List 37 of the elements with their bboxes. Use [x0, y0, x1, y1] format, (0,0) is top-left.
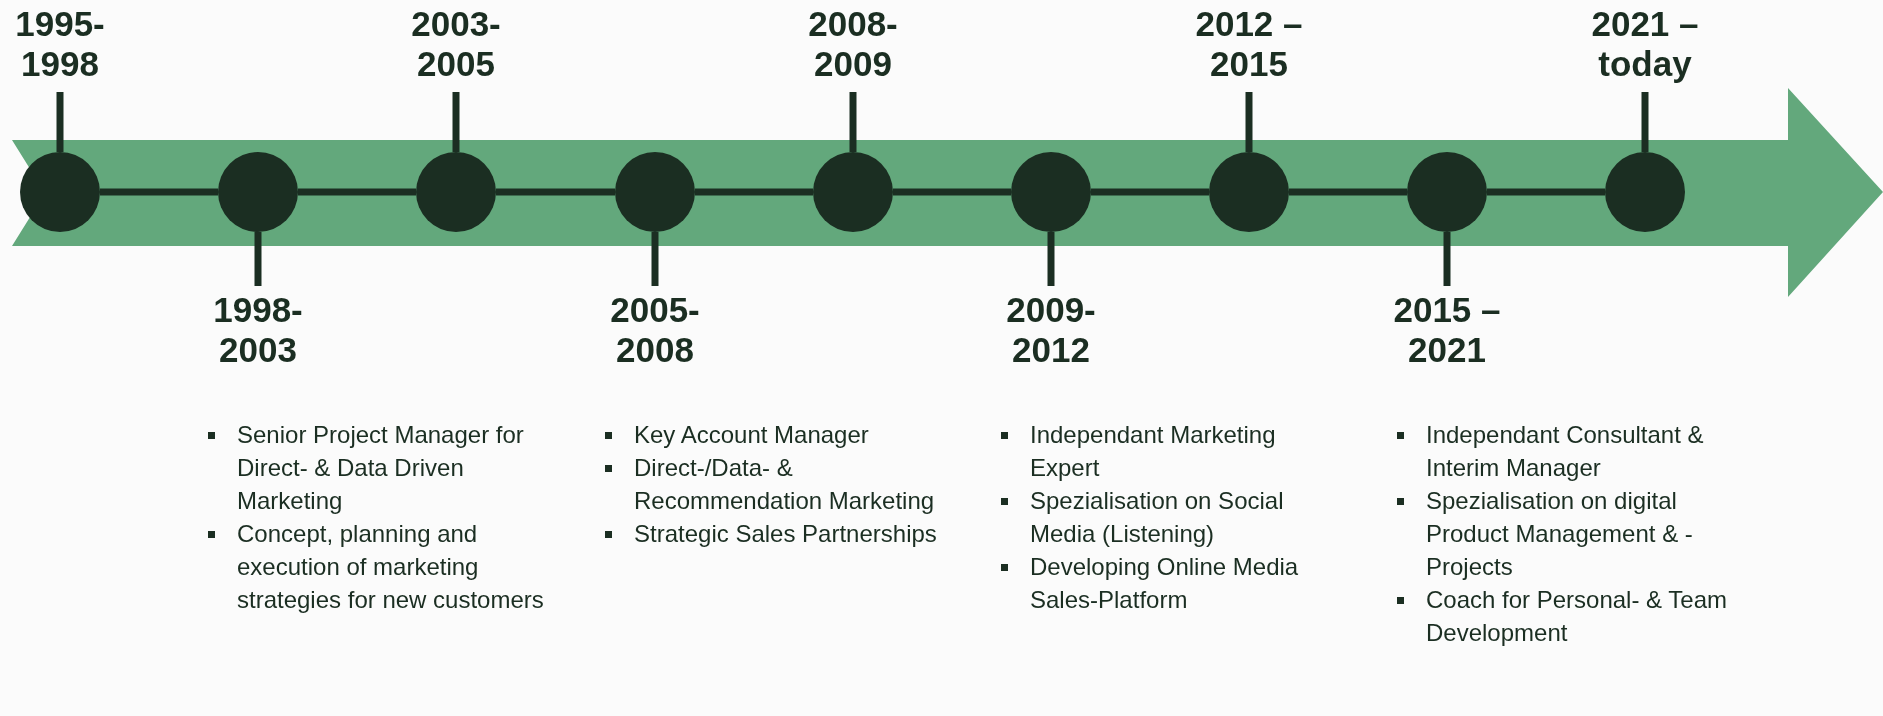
list-item-text: Spezialisation on digital Product Management & -Projects: [1426, 486, 1694, 582]
year-label: 2012 – 2015: [1174, 4, 1324, 84]
timeline-connector: [1487, 188, 1605, 196]
year-label: 1995- 1998: [0, 4, 135, 84]
timeline-connector: [893, 188, 1011, 196]
list-item-text: Developing Online Media Sales-Platform: [1030, 552, 1300, 615]
list-item-text: Key Account Manager: [634, 420, 869, 450]
timeline-connector: [100, 188, 218, 196]
milestone-dot: [1605, 152, 1685, 232]
list-item-text: Strategic Sales Partnerships: [634, 519, 937, 549]
milestone-dot: [1209, 152, 1289, 232]
year-label: 2021 – today: [1570, 4, 1720, 84]
year-label: 2008- 2009: [778, 4, 928, 84]
year-label: 2003- 2005: [381, 4, 531, 84]
timeline-connector: [1091, 188, 1209, 196]
milestone-dot: [218, 152, 298, 232]
year-label: 1998- 2003: [183, 290, 333, 370]
list-item-text: Direct-/Data- & Recommendation Marketing: [634, 453, 936, 516]
list-item-text: Coach for Personal- & Team Development: [1426, 585, 1729, 648]
milestone-dot: [813, 152, 893, 232]
year-label: 2009- 2012: [976, 290, 1126, 370]
timeline-connector: [496, 188, 615, 196]
milestone-dot: [416, 152, 496, 232]
milestone-dot: [20, 152, 100, 232]
milestone-dot: [1011, 152, 1091, 232]
timeline-connector: [1289, 188, 1407, 196]
list-item-text: Independant Marketing Expert: [1030, 420, 1277, 483]
list-item-text: Spezialisation on Social Media (Listening): [1030, 486, 1285, 549]
list-item-text: Senior Project Manager for Direct- & Data Driven Marketing: [237, 420, 525, 516]
milestone-dot: [615, 152, 695, 232]
timeline-connector: [695, 188, 813, 196]
year-label: 2005- 2008: [580, 290, 730, 370]
list-item-text: Independant Consultant & Interim Manager: [1426, 420, 1705, 483]
year-label: 2015 – 2021: [1372, 290, 1522, 370]
milestone-dot: [1407, 152, 1487, 232]
timeline-connector: [298, 188, 416, 196]
list-item-text: Concept, planning and execution of marketing strategies for new customers: [237, 519, 545, 615]
